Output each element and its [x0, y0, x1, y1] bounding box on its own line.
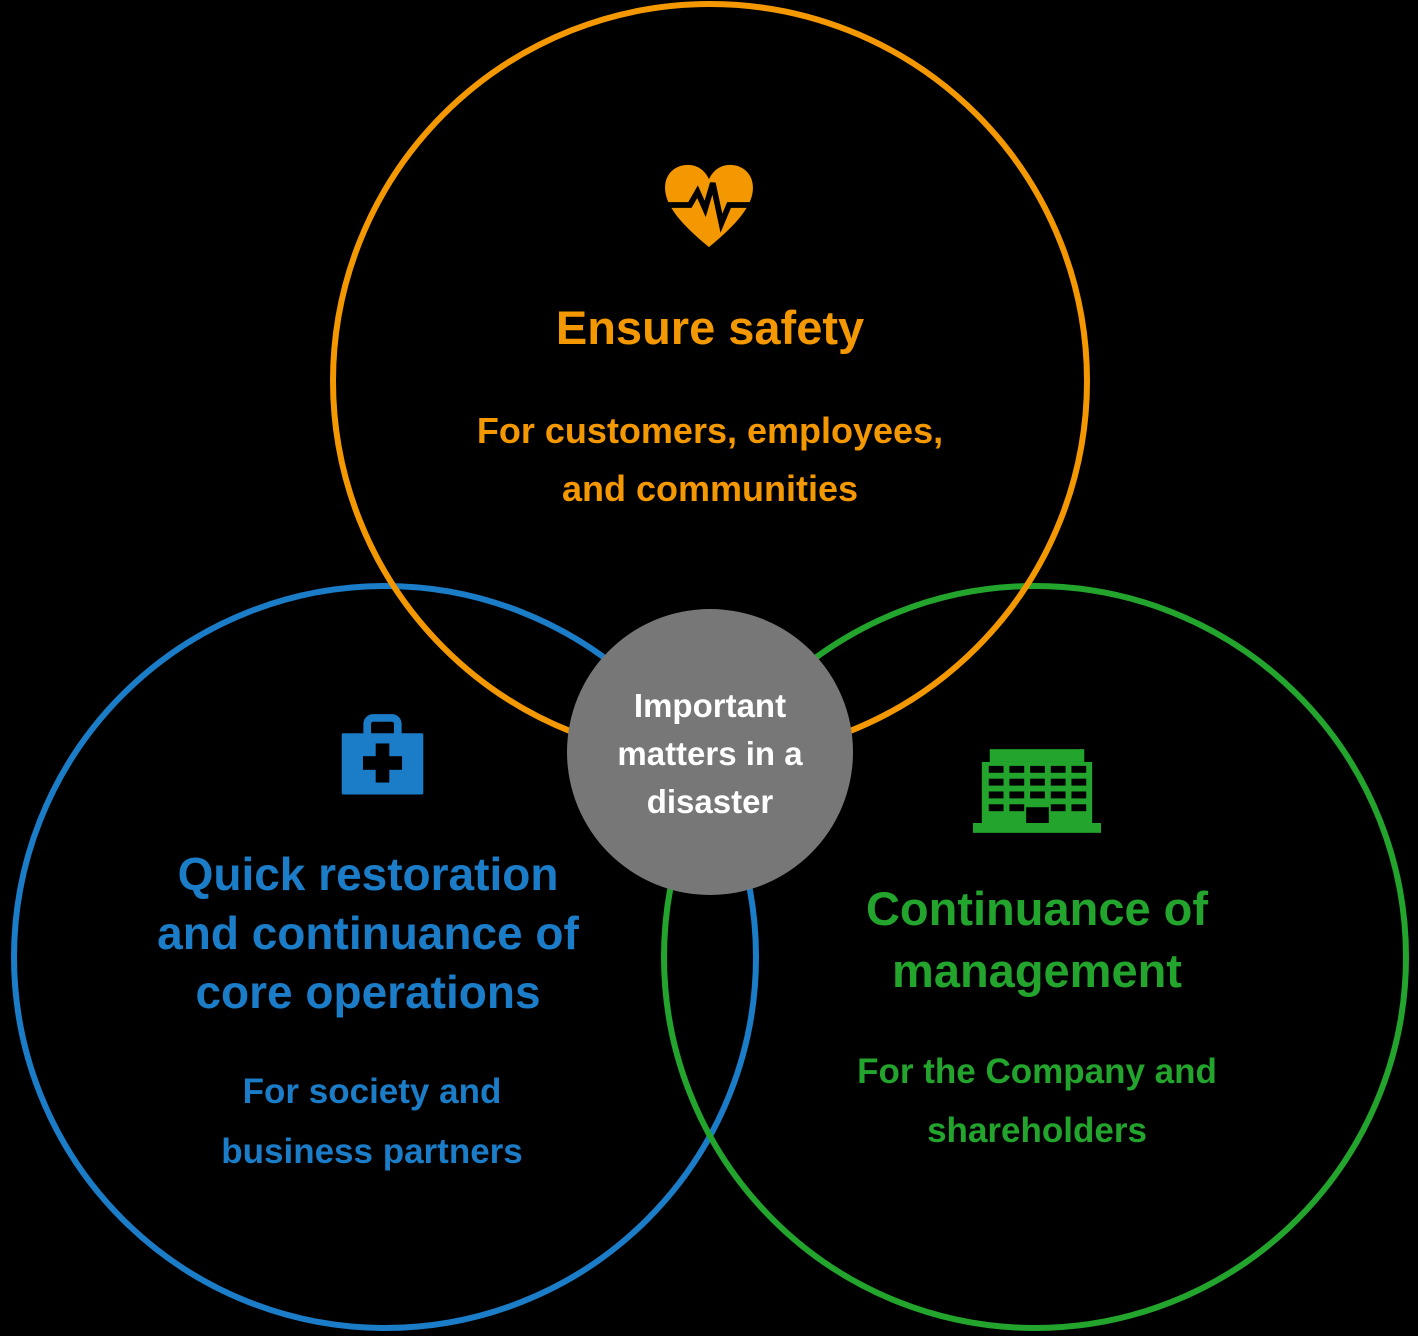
- center-label: Important matters in a disaster: [617, 687, 803, 820]
- first-aid-kit-icon: [341, 714, 424, 795]
- operations-circle-ring: [11, 583, 759, 1331]
- center-disc: [567, 609, 853, 895]
- management-subtitle: For the Company and shareholders: [857, 1052, 1217, 1150]
- heart-pulse-icon: [665, 164, 753, 248]
- management-title: Continuance of management: [865, 882, 1209, 997]
- management-circle-ring: [661, 583, 1409, 1331]
- safety-title: Ensure safety: [555, 301, 865, 354]
- safety-subtitle: For customers, employees, and communitie…: [476, 410, 944, 509]
- office-building-icon: [973, 749, 1101, 833]
- operations-subtitle: For society and business partners: [221, 1072, 523, 1171]
- operations-title: Quick restoration and continuance of cor…: [157, 848, 579, 1018]
